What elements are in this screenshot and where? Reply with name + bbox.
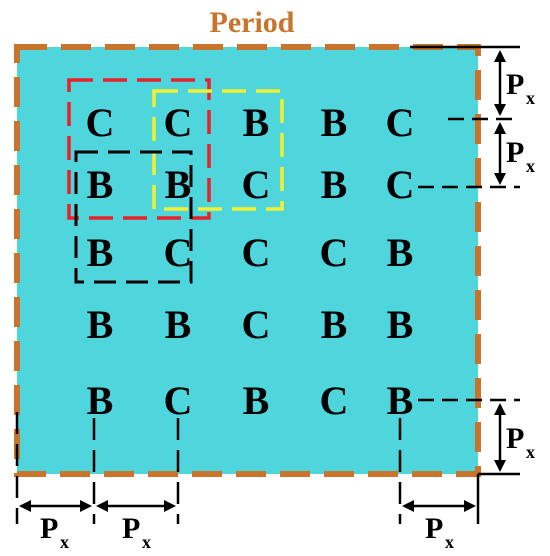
svg-text:x: x (526, 88, 535, 108)
svg-text:P: P (506, 68, 524, 101)
grid-cell-r1-c3: B (243, 100, 270, 145)
grid-cell-r3-c5: B (387, 230, 414, 275)
svg-text:P: P (506, 422, 524, 455)
grid-cell-r1-c1: C (86, 100, 115, 145)
px-label-bottom-2: P x (122, 512, 151, 552)
grid-cell-r5-c5: B (387, 378, 414, 423)
px-label-right-1: P x (506, 68, 535, 108)
grid-cell-r4-c4: B (321, 302, 348, 347)
svg-text:x: x (445, 532, 454, 552)
bottom-right-dimension (398, 418, 480, 524)
px-label-bottom-1: P x (40, 512, 69, 552)
svg-text:P: P (40, 512, 58, 545)
grid-cell-r5-c2: C (164, 378, 193, 423)
black-dashed-window (74, 150, 193, 284)
grid-cell-r4-c5: B (387, 302, 414, 347)
grid-cell-r4-c3: C (242, 302, 271, 347)
grid-cell-r2-c4: B (321, 162, 348, 207)
svg-text:x: x (526, 442, 535, 462)
grid-cell-r4-c1: B (87, 302, 114, 347)
grid-cell-r2-c5: C (386, 162, 415, 207)
yellow-dashed-window (152, 89, 284, 211)
period-border (14, 44, 481, 477)
grid-cell-r5-c4: C (320, 378, 349, 423)
px-label-right-2: P x (506, 136, 535, 176)
grid-cell-r3-c2: C (164, 230, 193, 275)
bottom-left-dimension (15, 412, 180, 524)
grid-cell-r5-c3: B (243, 378, 270, 423)
period-title: Period (210, 6, 295, 39)
grid-cell-r3-c3: C (242, 230, 271, 275)
svg-text:x: x (526, 156, 535, 176)
px-label-bottom-3: P x (425, 512, 454, 552)
svg-text:P: P (425, 512, 443, 545)
grid-cell-r2-c1: B (87, 162, 114, 207)
right-top-dimension (410, 45, 520, 189)
svg-text:P: P (122, 512, 140, 545)
grid-cell-r1-c5: C (386, 100, 415, 145)
grid-cell-r5-c1: B (87, 378, 114, 423)
grid-cell-r3-c1: B (87, 230, 114, 275)
grid-cell-r1-c4: B (321, 100, 348, 145)
grid-cell-r4-c2: B (165, 302, 192, 347)
right-bottom-dimension (418, 398, 520, 476)
px-label-right-3: P x (506, 422, 535, 462)
svg-text:x: x (60, 532, 69, 552)
svg-text:x: x (142, 532, 151, 552)
grid-cell-r2-c3: C (242, 162, 271, 207)
red-dashed-window (67, 78, 211, 220)
svg-text:P: P (506, 136, 524, 169)
period-region (17, 47, 478, 474)
grid-cell-r2-c2: B (165, 162, 192, 207)
grid-cell-r1-c2: C (164, 100, 193, 145)
grid-cell-r3-c4: C (320, 230, 349, 275)
